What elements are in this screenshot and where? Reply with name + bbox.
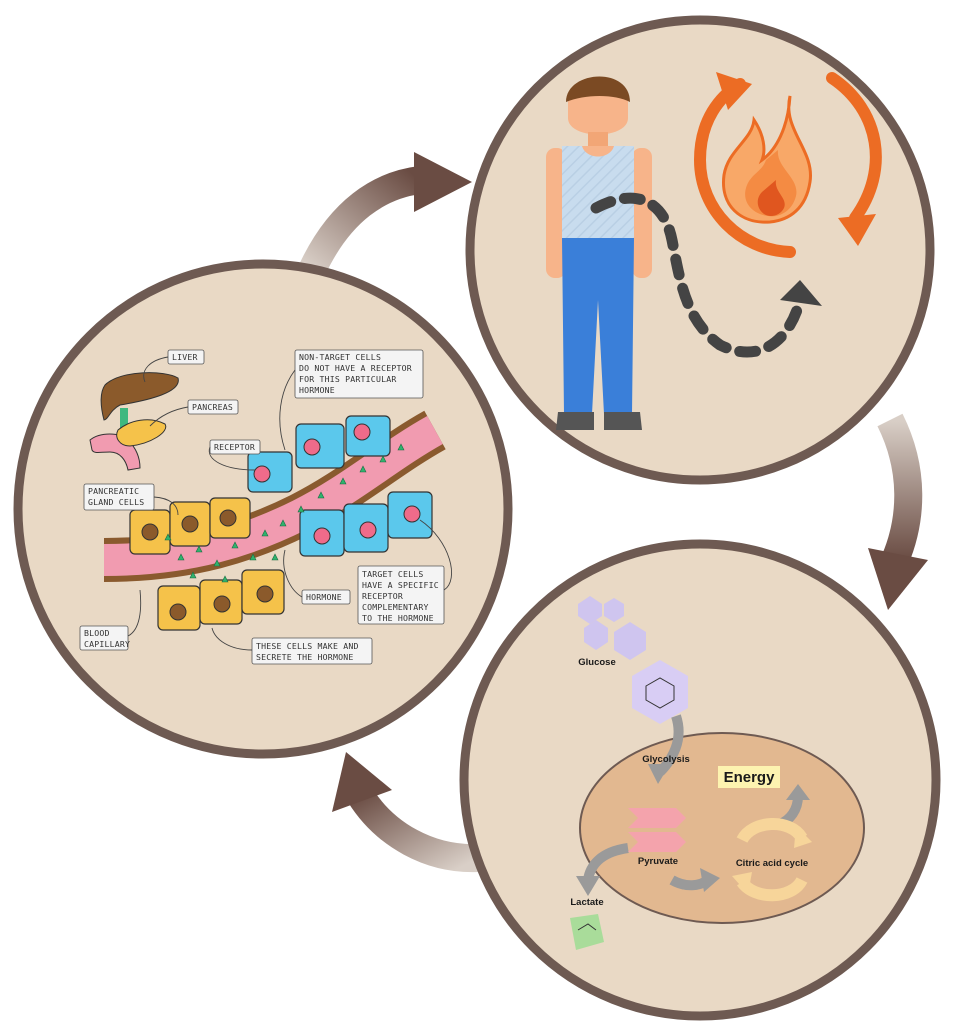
label-blood-2: CAPILLARY: [84, 639, 130, 649]
label-nontarget-4: HORMONE: [299, 385, 335, 395]
arrow-metabolism-to-endocrine: [348, 787, 479, 873]
label-target-5: TO THE HORMONE: [362, 613, 434, 623]
energy-badge: Energy: [718, 766, 780, 788]
person-figure: [546, 76, 652, 430]
pyruvate-molecules: [628, 808, 686, 852]
label-texts: LIVER PANCREAS RECEPTOR PANCREATIC GLAND…: [84, 352, 439, 662]
liver-shape: [100, 372, 179, 421]
cycle-arrows: [299, 152, 928, 873]
pancreas-shape: [116, 419, 167, 447]
label-nontarget-1: NON-TARGET CELLS: [299, 352, 381, 362]
label-target-4: COMPLEMENTARY: [362, 602, 429, 612]
mitochondrion: [579, 732, 865, 924]
label-secrete-1: THESE CELLS MAKE AND: [256, 641, 359, 651]
pyruvate-label: Pyruvate: [638, 856, 678, 867]
person-panel: [465, 15, 935, 485]
respiration-panel: Energy Glucose Glycolysis Pyruvate Citri…: [459, 539, 941, 1021]
label-target-2: HAVE A SPECIFIC: [362, 580, 439, 590]
lactate-molecule: [570, 914, 604, 950]
refresh-cycle-icon: [693, 72, 882, 258]
label-connectors: [127, 356, 452, 651]
person-circle: [465, 15, 935, 485]
citric-acid-cycle-label: Citric acid cycle: [736, 858, 808, 869]
label-liver: LIVER: [172, 352, 198, 362]
label-pancreatic-2: GLAND CELLS: [88, 497, 144, 507]
label-pancreas: PANCREAS: [192, 402, 233, 412]
glycolysis-label: Glycolysis: [642, 754, 690, 765]
citric-acid-cycle-icon: [732, 818, 812, 902]
label-receptor: RECEPTOR: [214, 442, 255, 452]
label-target-1: TARGET CELLS: [362, 569, 424, 579]
label-hormone: HORMONE: [306, 592, 342, 602]
endocrine-panel: LIVER PANCREAS RECEPTOR PANCREATIC GLAND…: [13, 259, 513, 759]
glucose-bubbles: [578, 596, 646, 660]
arrow-endocrine-to-person: [299, 166, 423, 277]
dashed-cycle-arrow-icon: [590, 192, 822, 358]
label-pancreatic-1: PANCREATIC: [88, 486, 139, 496]
arrow-person-to-metabolism: [877, 413, 923, 566]
energy-label: Energy: [724, 769, 776, 786]
label-secrete-2: SECRETE THE HORMONE: [256, 652, 353, 662]
liver-pancreas-illustration: [89, 372, 179, 471]
fire-icon: [722, 95, 812, 224]
blue-cells: [247, 415, 433, 557]
glucose-molecule: [632, 660, 688, 724]
endocrine-labels: [79, 349, 445, 665]
pancreatic-gland-cells: [129, 497, 285, 631]
label-nontarget-2: DO NOT HAVE A RECEPTOR: [299, 363, 412, 373]
lactate-label: Lactate: [570, 897, 603, 908]
label-nontarget-3: FOR THIS PARTICULAR: [299, 374, 396, 384]
glucose-label: Glucose: [578, 657, 616, 668]
label-target-3: RECEPTOR: [362, 591, 403, 601]
hair: [566, 76, 630, 102]
hormone-molecules: [164, 443, 405, 583]
label-blood-1: BLOOD: [84, 628, 110, 638]
